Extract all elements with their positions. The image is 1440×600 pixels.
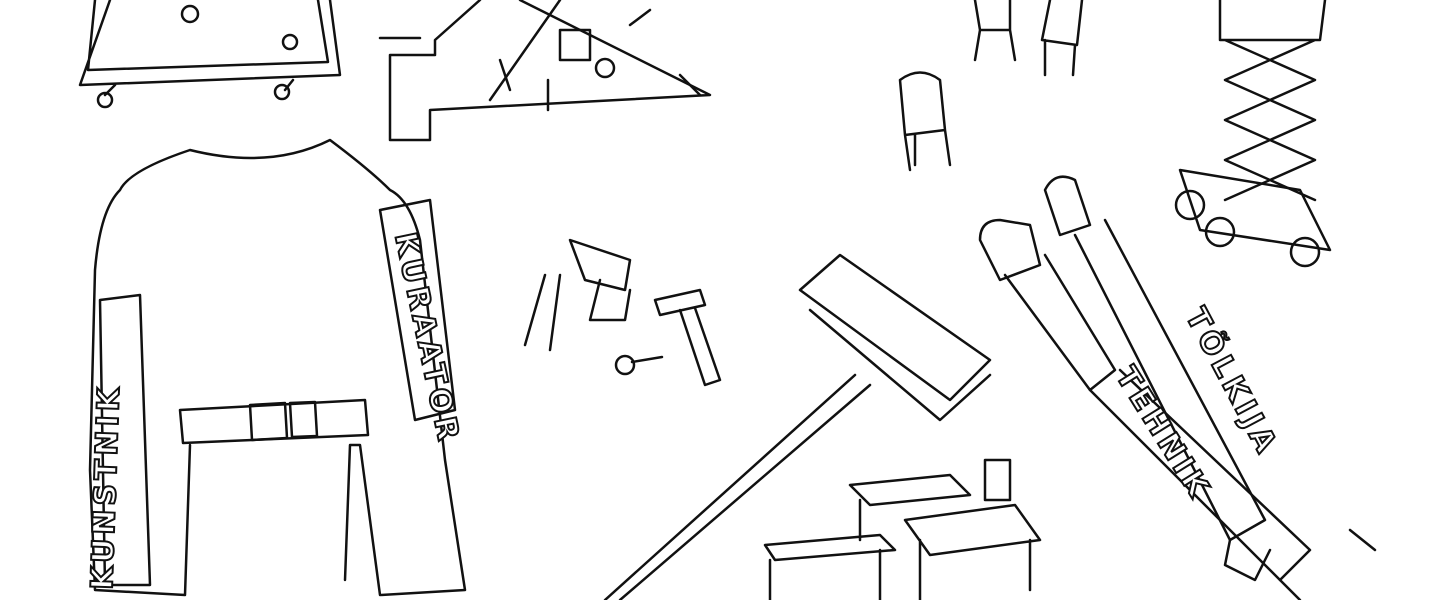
hanging-frame [78, 0, 342, 109]
sleeve-left-text: KUNSTNIK [85, 383, 127, 590]
sweater: KURAATOR KUNSTNIK [84, 138, 467, 597]
desks [763, 458, 1042, 600]
strap-right-text: TÕLKIJA [1178, 301, 1287, 461]
floor-plan [378, 0, 712, 142]
straps: TEHNIK TÕLKIJA [978, 175, 1377, 600]
chairs [898, 0, 1084, 172]
scissor-lift [1174, 0, 1332, 268]
broom [603, 253, 992, 600]
strap-left-text: TEHNIK [1108, 361, 1217, 506]
sleeve-right-text: KURAATOR [387, 229, 466, 447]
tools [523, 238, 722, 387]
